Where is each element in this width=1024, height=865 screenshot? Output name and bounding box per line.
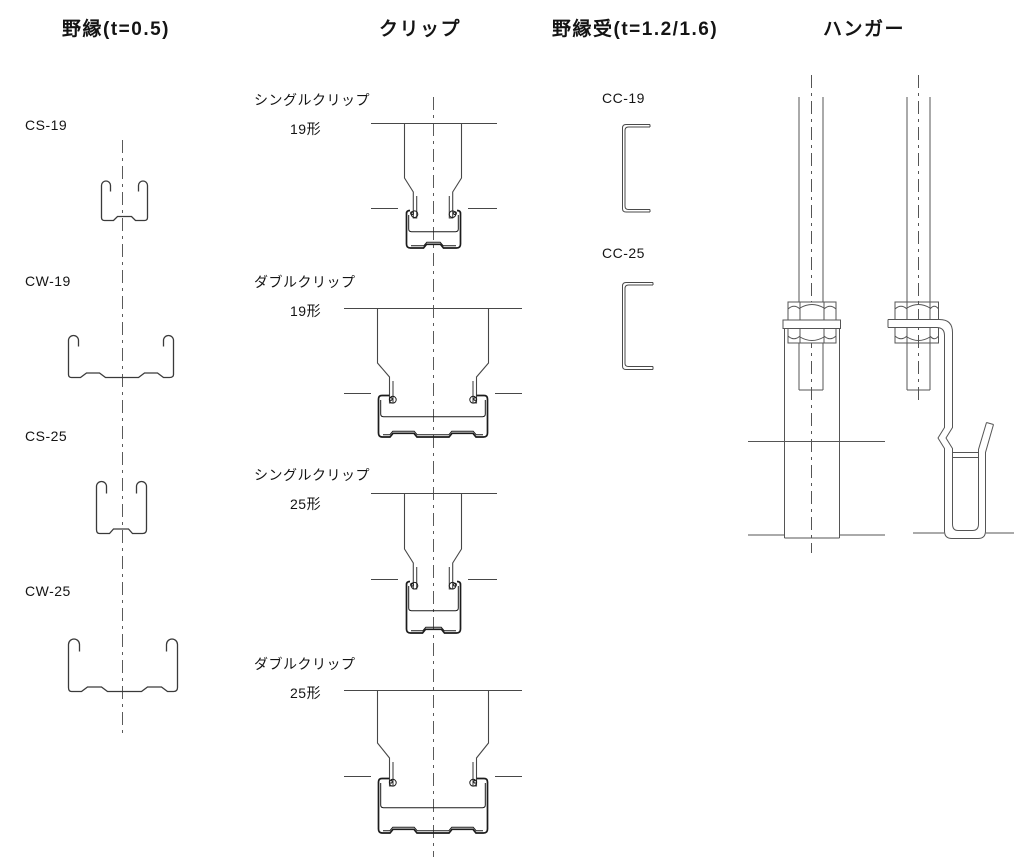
cs-25-profile xyxy=(95,480,148,535)
label-double-clip-19-size: 19形 xyxy=(290,303,322,319)
hanger-right-strap xyxy=(887,319,994,539)
label-single-clip-19: シングルクリップ xyxy=(254,92,370,108)
header-clip: クリップ xyxy=(379,19,462,40)
label-cc-19: CC-19 xyxy=(602,90,645,106)
label-double-clip-25-size: 25形 xyxy=(290,685,322,701)
double-clip-19-drawing xyxy=(344,307,522,438)
label-single-clip-25: シングルクリップ xyxy=(254,467,370,483)
cw-25-profile xyxy=(67,638,179,693)
cc-25-profile xyxy=(622,282,654,370)
label-cw-25: CW-25 xyxy=(25,583,71,599)
label-single-clip-25-size: 25形 xyxy=(290,496,322,512)
label-single-clip-19-size: 19形 xyxy=(290,121,322,137)
double-clip-25-drawing xyxy=(344,689,522,834)
label-double-clip-25: ダブルクリップ xyxy=(254,656,356,672)
label-cs-19: CS-19 xyxy=(25,117,68,133)
header-hanger: ハンガー xyxy=(823,19,906,40)
cs-19-profile xyxy=(100,180,149,222)
hanger-right-strap-mask xyxy=(888,320,945,328)
hanger-left-drawing xyxy=(748,75,885,553)
label-cc-25: CC-25 xyxy=(602,245,645,261)
cc-19-profile xyxy=(622,124,651,213)
label-double-clip-19: ダブルクリップ xyxy=(254,274,356,290)
header-nobuchi: 野縁(t=0.5) xyxy=(62,19,170,40)
cw-19-profile xyxy=(67,334,175,379)
header-nobuchiuke: 野縁受(t=1.2/1.6) xyxy=(552,19,719,40)
label-cs-25: CS-25 xyxy=(25,428,68,444)
single-clip-19-drawing xyxy=(371,122,497,249)
label-cw-19: CW-19 xyxy=(25,273,71,289)
hanger-left-plate xyxy=(782,319,841,329)
hanger-left-channel-lines xyxy=(748,441,885,536)
single-clip-25-drawing xyxy=(371,492,497,634)
hanger-right-drawing xyxy=(887,75,1014,539)
hanger-left-body xyxy=(784,328,840,539)
